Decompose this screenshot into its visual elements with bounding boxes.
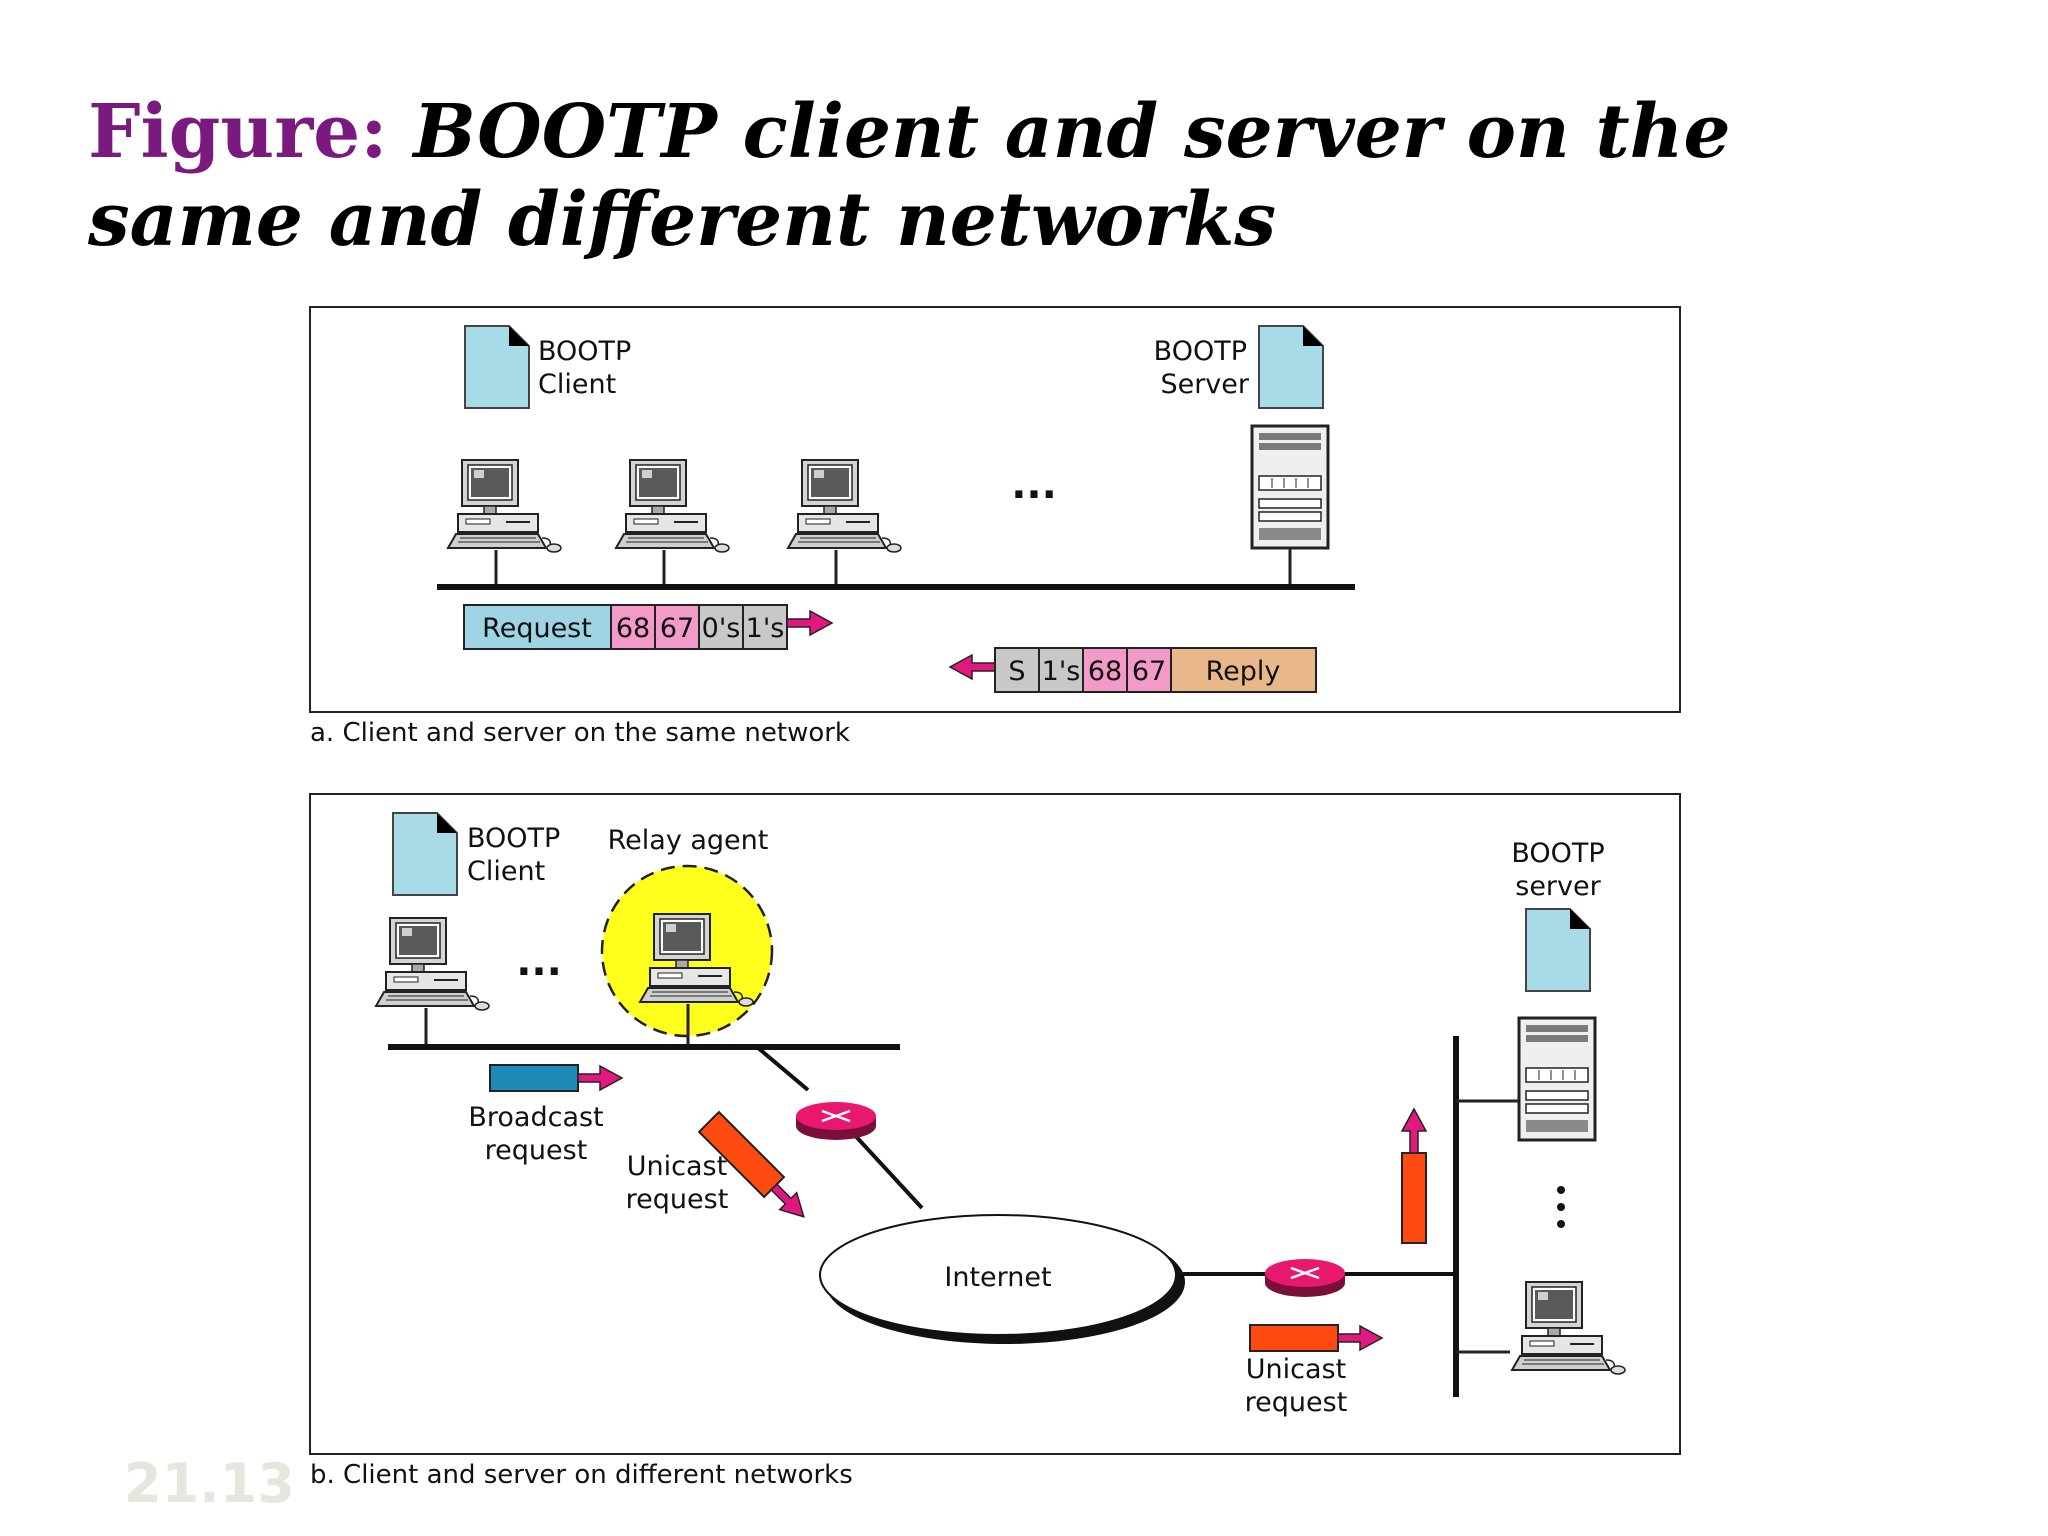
request-packet-field: 68	[616, 613, 650, 644]
panel-b-client-document-icon	[392, 812, 458, 896]
broadcast-arrow-icon	[577, 1064, 624, 1092]
internet-label: Internet	[944, 1262, 1051, 1293]
panel-b-caption: b. Client and server on different networ…	[310, 1460, 853, 1490]
panel-b-client-label-2: Client	[467, 856, 545, 887]
request-packet-field: 0's	[702, 613, 741, 644]
figure-title-text: BOOTP client and server on the same and …	[88, 89, 1731, 263]
reply-packet: S 1's 68 67 Reply	[948, 647, 1317, 693]
panel-b-server-label-2: server	[1515, 871, 1601, 902]
unicast-label-1: Unicast	[627, 1151, 727, 1182]
panel-b-server-icon	[1517, 1016, 1597, 1142]
request-direction-arrow-icon	[786, 609, 834, 637]
reply-direction-arrow-icon	[948, 653, 996, 681]
broadcast-label-2: request	[485, 1135, 588, 1166]
panel-a-client-label-1: BOOTP	[538, 336, 631, 367]
unicast-label-2: request	[626, 1184, 729, 1215]
router-2-icon	[1263, 1257, 1347, 1299]
request-packet-field: 67	[660, 613, 694, 644]
broadcast-label-1: Broadcast	[468, 1102, 603, 1133]
panel-a-client-document-icon	[464, 325, 530, 409]
panel-a-server-label-2: Server	[1160, 369, 1249, 400]
panel-b-ellipsis: ...	[516, 939, 562, 985]
panel-b-client-label-1: BOOTP	[467, 823, 560, 854]
unicast-request-packet-vertical	[1401, 1152, 1427, 1244]
unicast-forward-arrow-icon	[1337, 1324, 1384, 1352]
reply-packet-field: 67	[1132, 656, 1166, 687]
panel-a-server-label-1: BOOTP	[1154, 336, 1247, 367]
panel-b-server-label-1: BOOTP	[1511, 838, 1604, 869]
slide-number: 21.13	[124, 1452, 295, 1515]
panel-a-server-icon	[1250, 424, 1330, 550]
panel-a-client-label-2: Client	[538, 369, 616, 400]
request-packet: Request 68 67 0's 1's	[463, 604, 834, 650]
unicast-up-arrow-icon	[1400, 1107, 1428, 1154]
figure-title-lead: Figure:	[88, 89, 388, 175]
panel-b-server-document-icon	[1525, 908, 1591, 992]
reply-packet-field: S	[1008, 656, 1025, 687]
broadcast-request-packet	[489, 1064, 579, 1092]
reply-packet-label: Reply	[1206, 656, 1281, 687]
unicast-b-label-2: request	[1245, 1387, 1348, 1418]
vertical-ellipsis-icon	[1557, 1186, 1565, 1194]
unicast-request-packet-horizontal	[1249, 1324, 1339, 1352]
reply-packet-field: 68	[1088, 656, 1122, 687]
unicast-arrow-icon	[770, 1183, 805, 1218]
request-packet-field: 1's	[746, 613, 785, 644]
figure-title: Figure: BOOTP client and server on the s…	[88, 88, 1968, 264]
internet-cloud	[819, 1214, 1177, 1336]
panel-a-ellipsis: ...	[1011, 462, 1057, 508]
router-1-icon	[794, 1100, 878, 1142]
unicast-b-label-1: Unicast	[1246, 1354, 1346, 1385]
panel-a-caption: a. Client and server on the same network	[310, 718, 850, 748]
reply-packet-field: 1's	[1042, 656, 1081, 687]
panel-a-server-document-icon	[1258, 325, 1324, 409]
request-packet-label: Request	[482, 613, 592, 644]
panel-b-frame	[309, 793, 1681, 1455]
unicast-request-packet-diagonal	[697, 1110, 805, 1218]
relay-agent-label: Relay agent	[608, 825, 769, 856]
